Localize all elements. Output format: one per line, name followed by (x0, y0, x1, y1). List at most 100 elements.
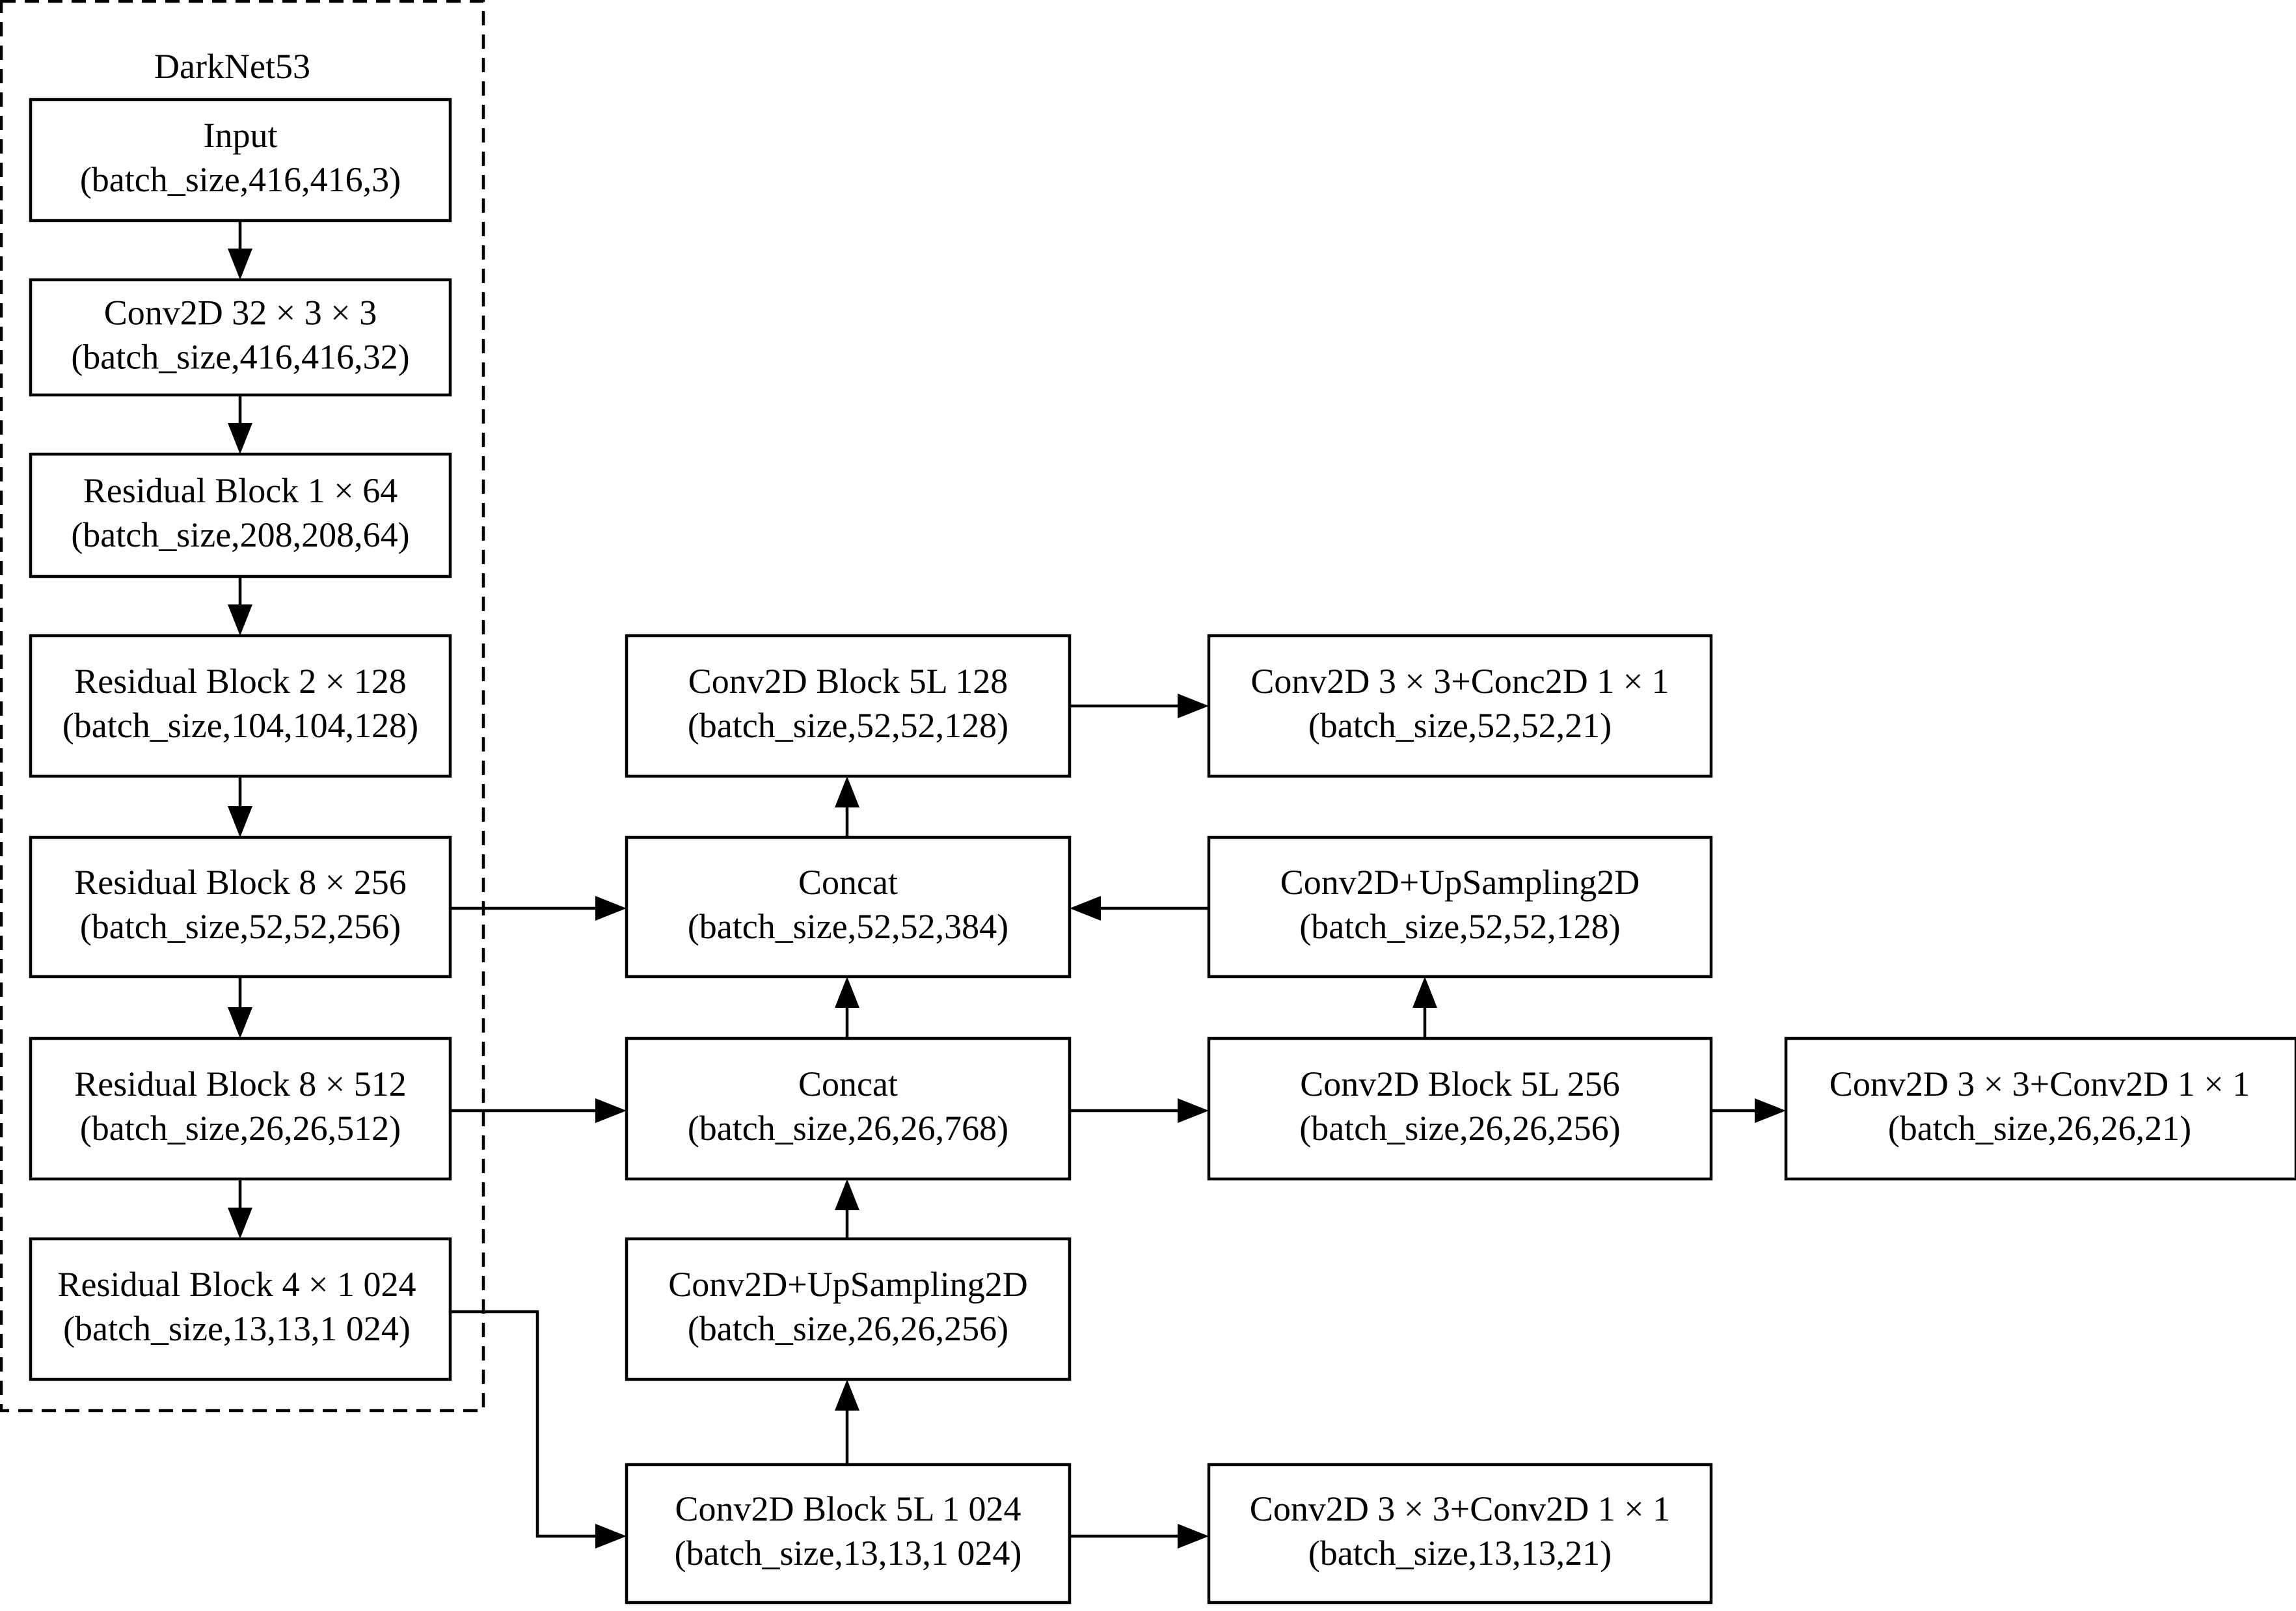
edge-conv2d-block-5l-256-to-output-26 (1711, 1098, 1786, 1123)
node-input: Input (batch_size,416,416,3) (29, 98, 452, 223)
node-shape: (batch_size,13,13,1 024) (675, 1534, 1022, 1573)
node-box (29, 835, 452, 979)
node-shape: (batch_size,13,13,21) (1308, 1534, 1612, 1573)
node-title: Conv2D+UpSampling2D (668, 1265, 1027, 1304)
node-title: Residual Block 4 × 1 024 (58, 1265, 416, 1304)
edge-residual-8x512-to-residual-4x1024 (228, 1179, 252, 1239)
node-shape: (batch_size,52,52,256) (80, 907, 401, 946)
arrowhead-icon (595, 1098, 627, 1123)
node-output-52: Conv2D 3 × 3+Conc2D 1 × 1 (batch_size,52,… (1207, 634, 1713, 778)
arrowhead-icon (1412, 977, 1437, 1008)
edge-upsampling-26-to-concat-26 (835, 1179, 859, 1239)
node-shape: (batch_size,52,52,384) (688, 907, 1008, 946)
node-title: Conv2D+UpSampling2D (1280, 863, 1640, 902)
arrowhead-icon (228, 1208, 252, 1239)
node-shape: (batch_size,26,26,256) (688, 1309, 1008, 1348)
node-box (1207, 835, 1713, 979)
node-box (29, 1237, 452, 1381)
node-shape: (batch_size,26,26,768) (688, 1109, 1008, 1148)
node-conv2d-block-5l-1024: Conv2D Block 5L 1 024 (batch_size,13,13,1… (625, 1463, 1072, 1604)
node-box (29, 634, 452, 778)
edge-residual-8x512-to-concat-26 (450, 1098, 627, 1123)
node-title: Residual Block 8 × 256 (74, 863, 406, 902)
edge-conv2d-32-to-residual-1x64 (228, 395, 252, 454)
node-residual-8x512: Residual Block 8 × 512 (batch_size,26,26,… (29, 1036, 452, 1181)
arrowhead-icon (1178, 1524, 1209, 1549)
arrowhead-icon (228, 806, 252, 837)
edge-conv2d-block-5l-128-to-output-52 (1070, 694, 1209, 718)
node-box (29, 98, 452, 223)
node-shape: (batch_size,26,26,21) (1888, 1109, 2191, 1148)
node-title: Input (204, 116, 278, 155)
node-title: Conv2D 3 × 3+Conv2D 1 × 1 (1250, 1489, 1670, 1528)
node-conv2d-32: Conv2D 32 × 3 × 3 (batch_size,416,416,32) (29, 278, 452, 397)
node-box (29, 452, 452, 578)
arrowhead-icon (1755, 1098, 1786, 1123)
edge-residual-1x64-to-residual-2x128 (228, 576, 252, 636)
node-shape: (batch_size,26,26,256) (1299, 1109, 1620, 1148)
node-conv2d-block-5l-256: Conv2D Block 5L 256 (batch_size,26,26,256… (1207, 1036, 1713, 1181)
node-title: Conv2D Block 5L 128 (688, 662, 1008, 701)
node-box (1207, 1036, 1713, 1181)
node-residual-2x128: Residual Block 2 × 128(batch_size,104,10… (29, 634, 452, 778)
node-title: Conv2D 3 × 3+Conc2D 1 × 1 (1250, 662, 1669, 701)
node-shape: (batch_size,13,13,1 024) (63, 1309, 411, 1348)
node-box (625, 634, 1072, 778)
node-title: Residual Block 8 × 512 (74, 1064, 406, 1103)
arrowhead-icon (835, 776, 859, 807)
node-box (625, 1463, 1072, 1604)
node-concat-26: Concat (batch_size,26,26,768) (625, 1036, 1072, 1181)
node-shape: (batch_size,52,52,21) (1308, 706, 1612, 745)
node-shape: (batch_size,416,416,3) (80, 160, 401, 199)
node-box (29, 1036, 452, 1181)
node-concat-52: Concat (batch_size,52,52,384) (625, 835, 1072, 979)
edge-upsampling-52-to-concat-52 (1070, 896, 1209, 921)
node-shape: (batch_size,416,416,32) (71, 338, 409, 377)
node-box (1784, 1036, 2296, 1181)
arrowhead-icon (595, 896, 627, 921)
node-title: Conv2D Block 5L 1 024 (675, 1489, 1021, 1528)
arrowhead-icon (835, 977, 859, 1008)
node-title: Conv2D Block 5L 256 (1300, 1064, 1619, 1103)
arrowhead-icon (1070, 896, 1101, 921)
node-shape: (batch_size,104,104,128) (62, 706, 418, 745)
arrowhead-icon (595, 1524, 627, 1549)
node-shape: (batch_size,208,208,64) (71, 515, 409, 554)
arrowhead-icon (228, 249, 252, 280)
edge-line (450, 1310, 601, 1538)
node-upsampling-26: Conv2D+UpSampling2D (batch_size,26,26,256… (625, 1237, 1072, 1381)
arrowhead-icon (835, 1179, 859, 1210)
edge-residual-8x256-to-concat-52 (450, 896, 627, 921)
node-title: Conv2D 32 × 3 × 3 (104, 293, 377, 332)
arrowhead-icon (1178, 1098, 1209, 1123)
arrowhead-icon (1178, 694, 1209, 718)
node-box (1207, 1463, 1713, 1604)
arrowhead-icon (228, 423, 252, 454)
node-output-26: Conv2D 3 × 3+Conv2D 1 × 1(batch_size,26,… (1784, 1036, 2296, 1181)
edge-conv2d-block-5l-256-to-upsampling-52 (1412, 977, 1437, 1038)
node-residual-4x1024: Residual Block 4 × 1 024 (batch_size,13,1… (29, 1237, 452, 1381)
node-box (625, 835, 1072, 979)
darknet53-group-frame (0, 0, 485, 1413)
node-box (625, 1237, 1072, 1381)
node-shape: (batch_size,52,52,128) (1299, 907, 1620, 946)
edge-residual-4x1024-to-conv2d-block-5l-1024 (450, 1310, 627, 1549)
darknet53-group-label: DarkNet53 (154, 47, 310, 86)
node-residual-8x256: Residual Block 8 × 256 (batch_size,52,52,… (29, 835, 452, 979)
node-title: Residual Block 1 × 64 (83, 471, 398, 510)
edge-conv2d-block-5l-1024-to-upsampling-26 (835, 1379, 859, 1465)
edge-input-to-conv2d-32 (228, 221, 252, 280)
node-output-13: Conv2D 3 × 3+Conv2D 1 × 1 (batch_size,13,… (1207, 1463, 1713, 1604)
arrowhead-icon (228, 1007, 252, 1038)
node-box (625, 1036, 1072, 1181)
node-residual-1x64: Residual Block 1 × 64 (batch_size,208,208… (29, 452, 452, 578)
edge-conv2d-block-5l-1024-to-output-13 (1070, 1524, 1209, 1549)
node-conv2d-block-5l-128: Conv2D Block 5L 128(batch_size,52,52,128… (625, 634, 1072, 778)
node-shape: (batch_size,26,26,512) (80, 1109, 401, 1148)
arrowhead-icon (835, 1379, 859, 1411)
edge-concat-26-to-concat-52 (835, 977, 859, 1038)
node-title: Concat (798, 863, 898, 902)
node-title: Concat (798, 1064, 898, 1103)
edge-residual-2x128-to-residual-8x256 (228, 776, 252, 837)
